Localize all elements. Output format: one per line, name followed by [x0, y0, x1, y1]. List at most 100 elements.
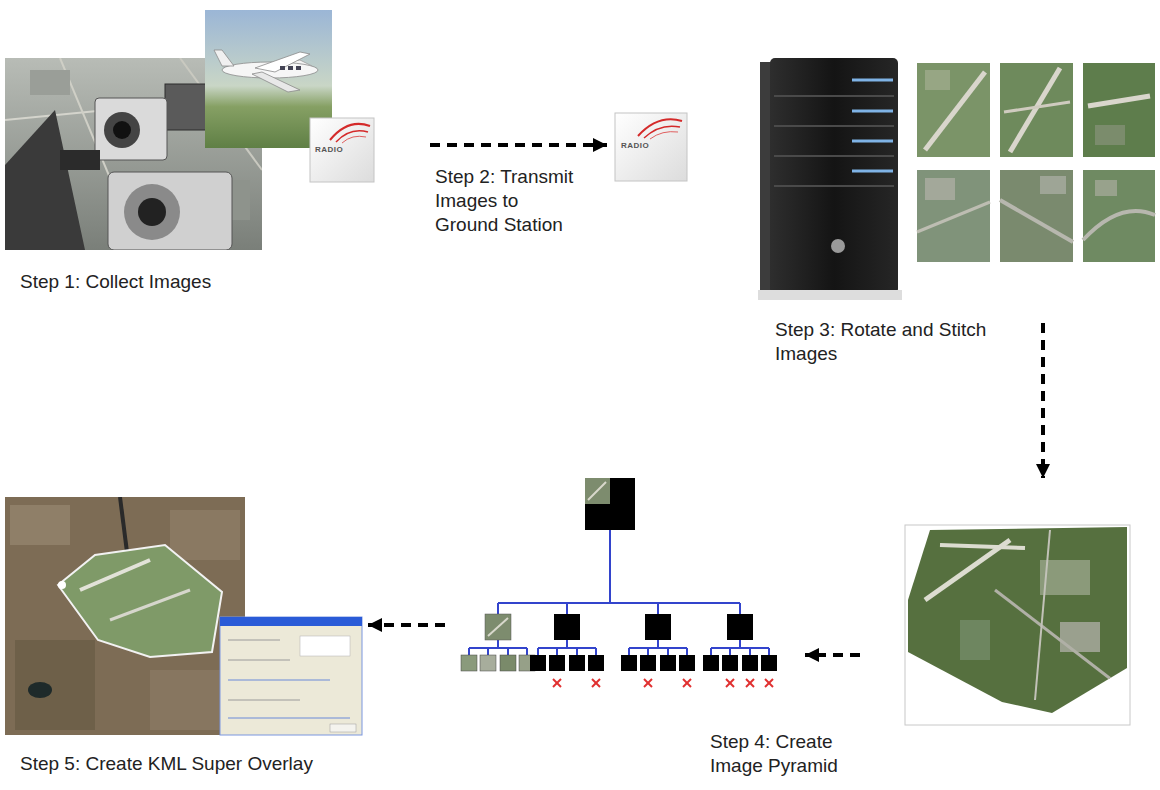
- dialog-window: [228, 700, 300, 701]
- pyramid-tree: [686, 648, 688, 655]
- pyramid-tile: [645, 614, 671, 640]
- logo-card: [336, 131, 368, 142]
- pyramid-tile: [480, 655, 496, 671]
- pyramid-tree: [538, 647, 596, 649]
- map-screenshot: [170, 510, 240, 560]
- discard-mark: [765, 679, 773, 687]
- flow-arrow: [368, 623, 445, 627]
- caption-block: Step 2: Transmit Images to Ground Statio…: [435, 165, 575, 236]
- logo-text-holder: RADIO: [315, 146, 343, 154]
- pyramid-tile: [500, 655, 516, 671]
- pyramid-tree: [739, 603, 741, 614]
- caption-block: Step 1: Collect Images: [20, 270, 400, 294]
- aerial-tile: [1095, 180, 1117, 196]
- aerial-tile: [1083, 63, 1155, 157]
- dialog-window: [220, 617, 362, 626]
- dialog-window: [330, 724, 356, 732]
- logo-card: [310, 118, 374, 182]
- aerial-tile: [917, 170, 990, 262]
- pyramid-tile: [488, 618, 508, 636]
- map-screenshot: [15, 640, 95, 730]
- airplane-photo: [288, 66, 293, 70]
- discard-mark: [553, 679, 561, 687]
- pyramid-tree: [487, 648, 489, 655]
- pyramid-tile: [621, 655, 637, 671]
- logo-card: [615, 113, 687, 181]
- pyramid-tile: [640, 655, 656, 671]
- discard-mark: [683, 679, 691, 687]
- pyramid-step: Step 4: Create Image Pyramid: [455, 478, 1130, 725]
- map-screenshot: [10, 505, 70, 545]
- logo-text-holder: RADIO: [621, 142, 649, 150]
- aerial-photo: [95, 98, 167, 160]
- stitched-mosaic: [905, 525, 1130, 725]
- dialog-window: [220, 617, 362, 735]
- logo-card: [342, 136, 366, 143]
- caption-block: Step 5: Create KML Super Overlay: [20, 752, 420, 776]
- map-screenshot: [110, 590, 190, 620]
- caption-block: Step 3: Rotate and Stitch Images: [775, 318, 990, 366]
- discard-mark: [644, 679, 652, 687]
- stitched-mosaic: [960, 620, 990, 660]
- discard-mark: [592, 679, 600, 687]
- server-tower: [758, 290, 902, 300]
- flow-arrow: [1041, 323, 1045, 478]
- pyramid-tile: [569, 655, 585, 671]
- pyramid-tree: [526, 648, 528, 655]
- server-tower: [774, 125, 894, 127]
- pyramid-tree: [657, 603, 659, 614]
- aerial-tile: [1083, 170, 1155, 262]
- pyramid-tree: [609, 530, 611, 603]
- pyramid-tree: [729, 648, 731, 655]
- stitched-mosaic: [908, 527, 1127, 713]
- collect-step: Step 1: Collect Images: [5, 5, 377, 255]
- logo-card: [650, 132, 678, 139]
- dialog-window: [228, 680, 330, 681]
- airplane-photo: [255, 52, 310, 72]
- server-tower: [770, 58, 898, 294]
- pyramid-tile: [660, 655, 676, 671]
- discard-mark: [683, 679, 691, 687]
- map-screenshot: [58, 581, 66, 589]
- pyramid-tile: [742, 655, 758, 671]
- discard-mark: [644, 679, 652, 687]
- aerial-tile: [1083, 211, 1155, 240]
- aerial-tile: [1004, 102, 1070, 112]
- pyramid-tile: [549, 655, 565, 671]
- logo-card: [644, 126, 680, 138]
- pyramid-tree: [469, 647, 527, 649]
- discard-mark: [553, 679, 773, 687]
- discard-mark: [553, 679, 561, 687]
- pyramid-tile: [554, 614, 580, 640]
- stitched-mosaic: [1035, 530, 1050, 700]
- pyramid-tile: [703, 655, 719, 671]
- server-tower: [831, 239, 845, 253]
- aerial-tile: [1000, 170, 1073, 262]
- map-screenshot: [80, 560, 150, 590]
- pyramid-tree: [657, 640, 659, 648]
- aerial-photo: [104, 112, 140, 148]
- discard-mark: [726, 679, 734, 687]
- stitched-mosaic: [940, 545, 1025, 548]
- pyramid-tree: [566, 603, 568, 614]
- server-tower: [774, 95, 894, 97]
- flow-arrow: [805, 653, 860, 657]
- server-tower: [852, 79, 893, 82]
- pyramid-tree: [749, 648, 751, 655]
- map-screenshot: [5, 497, 245, 735]
- pyramid-tree: [469, 530, 769, 655]
- pyramid-tree: [468, 648, 470, 655]
- logo-card: [310, 118, 374, 182]
- flow-arrow: [430, 143, 607, 147]
- pyramid-tree: [768, 648, 770, 655]
- caption-block: Step 4: Create Image Pyramid: [710, 730, 880, 778]
- map-screenshot: [58, 545, 222, 657]
- aerial-photo: [60, 150, 100, 170]
- aerial-tile: [917, 63, 990, 157]
- discard-mark: [592, 679, 600, 687]
- airplane-photo: [280, 66, 285, 70]
- pyramid-tree: [710, 648, 712, 655]
- aerial-photo: [113, 121, 131, 139]
- dialog-window: [300, 636, 350, 656]
